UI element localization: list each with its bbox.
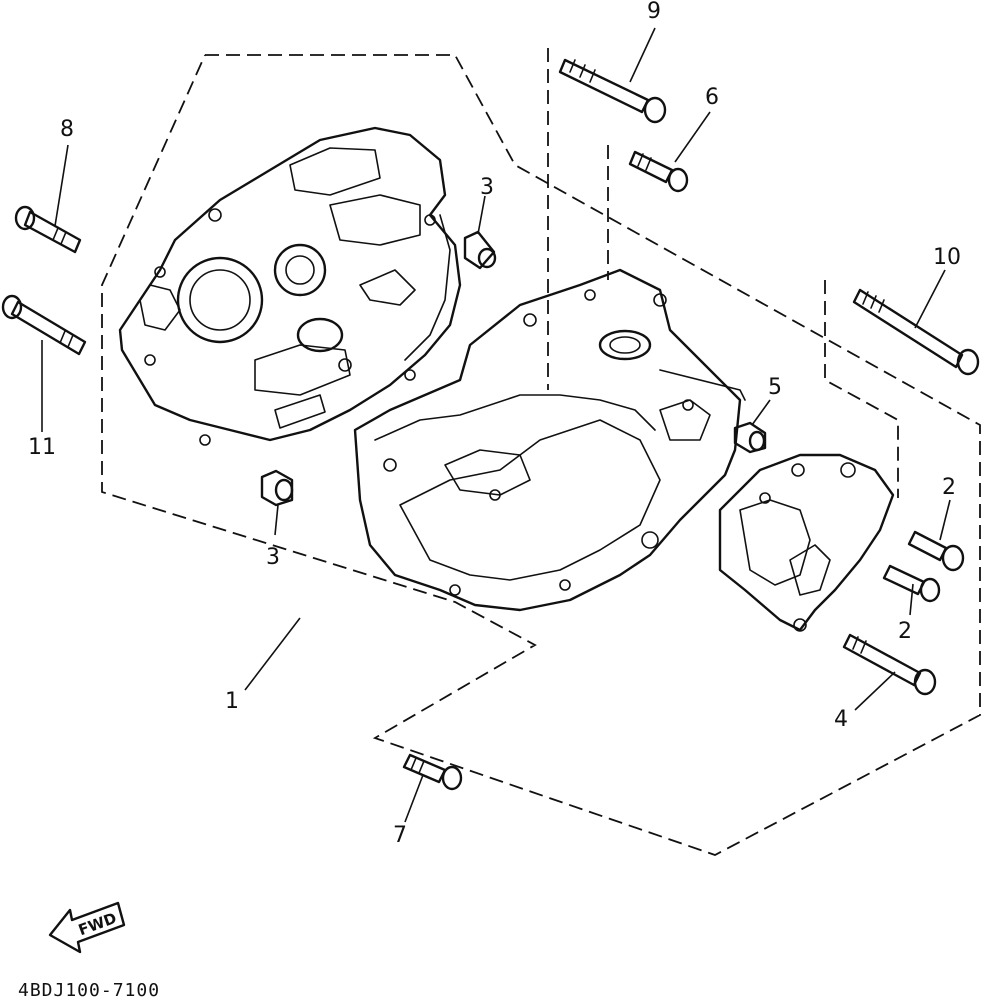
- assembly-boundary: [101, 48, 981, 856]
- bolt-2-upper: [907, 530, 965, 572]
- bolt-6: [628, 150, 689, 193]
- bolt-7: [402, 753, 463, 791]
- callout-7: 7: [393, 823, 407, 848]
- callout-6: 6: [705, 85, 719, 110]
- callout-11: 11: [28, 435, 56, 460]
- left-crankcase-half: [118, 126, 462, 446]
- callout-1: 1: [225, 689, 239, 714]
- bolt-9: [558, 58, 667, 124]
- right-crankcase-half: [353, 268, 746, 612]
- bolt-2-lower: [882, 564, 941, 603]
- crankcase-cover: [718, 453, 895, 632]
- forward-arrow: FWD: [48, 901, 126, 954]
- callout-10: 10: [933, 245, 961, 270]
- callout-3-upper: 3: [480, 175, 494, 200]
- callout-labels: 9 6 3 8 11 10 5 2 2 4 3 1 7: [28, 0, 961, 848]
- leader-lines: [41, 27, 951, 823]
- dowel-pin-upper: [463, 230, 497, 270]
- callout-2-upper: 2: [942, 475, 956, 500]
- bolt-8: [14, 205, 82, 254]
- callout-2-lower: 2: [898, 619, 912, 644]
- callout-5: 5: [768, 375, 782, 400]
- callout-9: 9: [647, 0, 661, 24]
- dowel-pin-lower: [260, 469, 294, 507]
- callout-3-lower: 3: [266, 545, 280, 570]
- bolt-11: [1, 294, 87, 356]
- collar-5: [733, 421, 767, 454]
- bolt-10: [852, 288, 980, 376]
- callout-4: 4: [834, 707, 848, 732]
- bolt-4: [842, 633, 937, 696]
- drawing-code: 4BDJ100-7100: [18, 980, 160, 1000]
- callout-8: 8: [60, 117, 74, 142]
